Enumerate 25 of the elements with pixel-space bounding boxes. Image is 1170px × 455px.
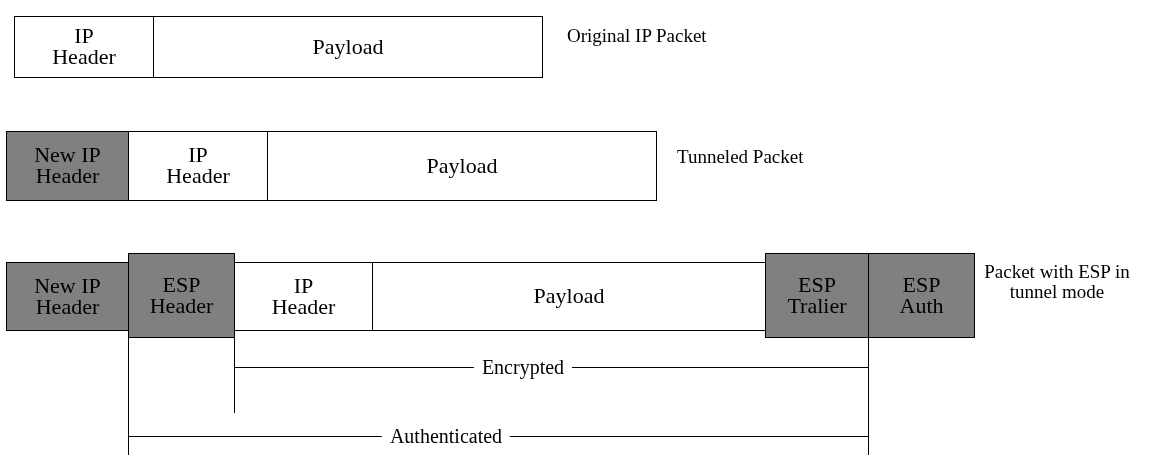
header-box — [128, 131, 268, 201]
row-caption: Packet with ESP in tunnel mode — [983, 262, 1131, 302]
header-box — [6, 262, 129, 331]
field-label: IP Header — [165, 145, 231, 187]
field-label: ESP Tralier — [786, 274, 848, 317]
field-label: New IP Header — [33, 275, 102, 318]
payload-box — [153, 16, 543, 78]
field-label: New IP Header — [33, 145, 102, 187]
row-caption: Original IP Packet — [567, 26, 707, 46]
header-box — [14, 16, 154, 78]
auth-box — [868, 253, 975, 338]
field-label: IP Header — [270, 275, 337, 318]
header-box — [6, 131, 129, 201]
field-label: ESP Auth — [898, 274, 945, 317]
trailer-box — [765, 253, 869, 338]
header-box — [128, 253, 235, 338]
header-box — [234, 262, 373, 331]
field-label: ESP Header — [148, 274, 215, 317]
row-caption: Tunneled Packet — [677, 147, 804, 167]
field-label: Payload — [312, 36, 384, 58]
payload-box — [267, 131, 657, 201]
payload-box — [372, 262, 766, 331]
field-label: Payload — [533, 286, 605, 307]
field-label: IP Header — [51, 26, 117, 68]
field-label: Payload — [426, 155, 498, 177]
